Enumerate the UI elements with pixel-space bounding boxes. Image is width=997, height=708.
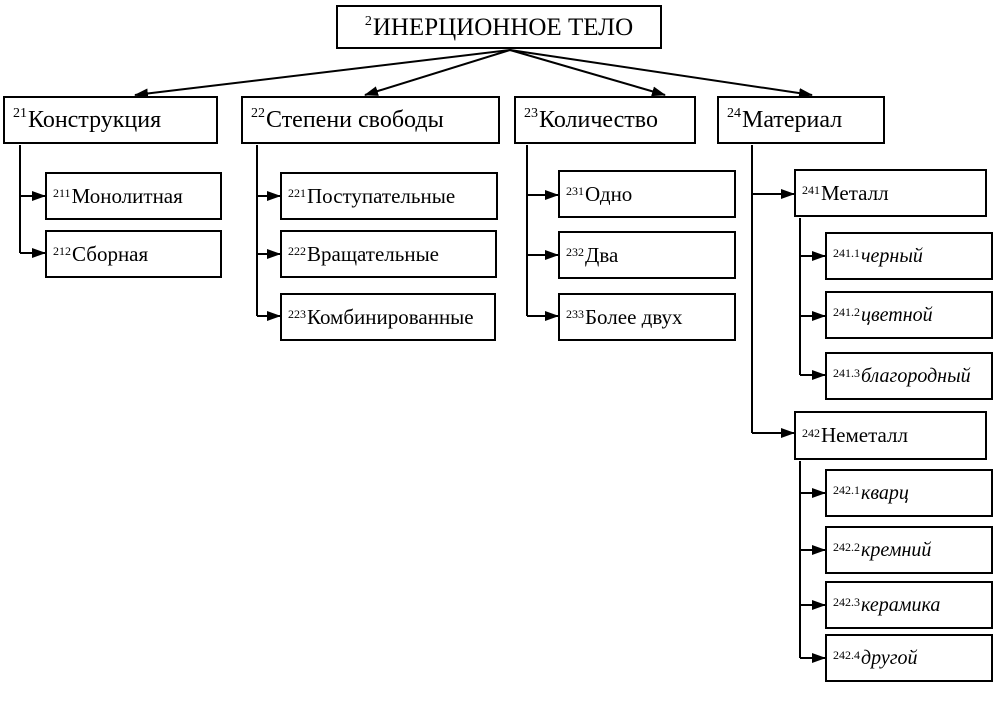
- node-label: Два: [585, 242, 619, 267]
- node-num: 23: [524, 106, 538, 121]
- node-num: 242.2: [833, 540, 860, 554]
- node-num: 222: [288, 244, 306, 258]
- node-label: благородный: [861, 365, 971, 387]
- node-label: черный: [861, 245, 923, 267]
- node-root-label: ИНЕРЦИОННОЕ ТЕЛО: [372, 13, 634, 41]
- arrow-root-kolichestvo: [509, 49, 666, 97]
- node-num: 241.3: [833, 366, 860, 380]
- node-label: Более двух: [585, 304, 683, 329]
- node-num: 242: [802, 425, 820, 440]
- arrow-root-stepeni: [364, 49, 511, 96]
- arrow-root-konstrukciya: [134, 49, 511, 99]
- node-label: керамика: [861, 594, 941, 616]
- node-num: 241: [802, 183, 820, 197]
- node-root-num: 2: [364, 14, 372, 29]
- node-num: 212: [53, 244, 71, 258]
- node-label: Сборная: [72, 241, 149, 266]
- node-num: 221: [288, 186, 306, 200]
- node-num: 241.2: [833, 305, 860, 319]
- node-label: Материал: [742, 107, 843, 133]
- node-label: Степени свободы: [266, 107, 444, 133]
- node-label: Вращательные: [307, 241, 439, 266]
- node-label: Количество: [539, 107, 658, 133]
- node-label: другой: [861, 647, 918, 669]
- node-label: Конструкция: [28, 107, 162, 133]
- node-num: 232: [566, 245, 584, 259]
- node-label: Одно: [585, 181, 633, 206]
- node-label: Поступательные: [307, 183, 456, 208]
- node-label: Неметалл: [821, 423, 908, 447]
- node-num: 22: [251, 106, 265, 121]
- node-num: 233: [566, 307, 584, 321]
- node-label: кварц: [861, 482, 909, 504]
- node-num: 242.4: [833, 648, 860, 662]
- node-label: кремний: [861, 539, 932, 561]
- node-num: 21: [13, 106, 27, 121]
- arrow-root-material: [509, 49, 813, 99]
- node-num: 24: [727, 106, 741, 121]
- node-num: 242.1: [833, 483, 860, 497]
- node-num: 211: [53, 186, 71, 200]
- node-label: Комбинированные: [307, 304, 474, 329]
- node-num: 231: [566, 184, 584, 198]
- node-num: 241.1: [833, 246, 860, 260]
- node-num: 242.3: [833, 595, 860, 609]
- node-num: 223: [288, 307, 306, 321]
- node-label: Монолитная: [71, 183, 183, 208]
- node-label: цветной: [861, 304, 933, 326]
- node-label: Металл: [821, 180, 889, 205]
